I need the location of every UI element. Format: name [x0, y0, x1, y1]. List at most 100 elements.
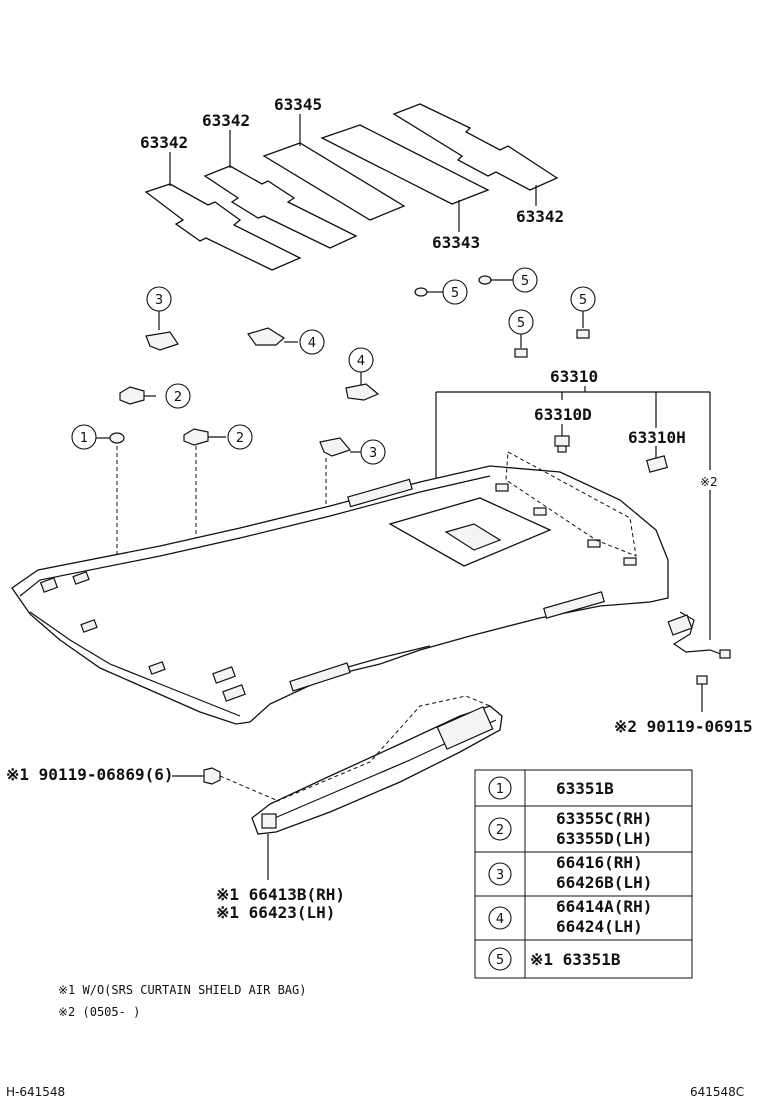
callout-pad-middle: 63345	[274, 95, 322, 114]
callout-screw: ※1 90119-06869(6)	[6, 765, 174, 784]
legend-row-2-part-rh: 63355C(RH)	[556, 809, 652, 828]
wire-connector[interactable]	[667, 614, 693, 636]
marker-5-b[interactable]	[512, 267, 538, 293]
legend-row-5-part: ※1 63351B	[530, 950, 621, 969]
callout-headliner-h: 63310H	[628, 428, 686, 447]
slot	[80, 619, 98, 633]
svg-text:5: 5	[451, 286, 459, 301]
svg-text:5: 5	[521, 274, 529, 289]
silencer-pad-left[interactable]	[144, 183, 302, 271]
pad-3-lower[interactable]	[319, 437, 352, 457]
slot	[495, 483, 509, 492]
slot	[212, 666, 236, 684]
slot	[39, 577, 59, 593]
callout-wire-part: ※2 90119-06915	[614, 717, 753, 736]
slot	[148, 661, 166, 675]
callout-pad-second: 63342	[202, 111, 250, 130]
headliner-leaders	[435, 386, 711, 712]
clip-d[interactable]	[554, 435, 570, 447]
slot	[587, 539, 601, 548]
marker-4-upper[interactable]	[299, 329, 325, 355]
slot	[533, 507, 547, 516]
slot	[623, 557, 637, 566]
silencer-pad-fourth[interactable]	[320, 124, 490, 205]
svg-text:5: 5	[517, 316, 525, 331]
marker-5-a[interactable]	[442, 279, 468, 305]
legend-marker-1	[488, 776, 512, 800]
headliner-clips	[554, 435, 731, 685]
clip-5-b[interactable]	[478, 275, 492, 285]
clip-5-d[interactable]	[576, 329, 590, 339]
callout-pad-left: 63342	[140, 133, 188, 152]
callout-pad-right: 63342	[516, 207, 564, 226]
headliner-panel[interactable]	[11, 465, 669, 725]
legend-table: 1 63351B 2 63355C(RH) 63355D(LH) 3 66416…	[474, 769, 693, 979]
callout-rail-rh: ※1 66413B(RH)	[216, 885, 345, 904]
wire-clip[interactable]	[696, 675, 708, 685]
svg-text:5: 5	[496, 953, 504, 968]
slot	[222, 684, 246, 702]
svg-text:2: 2	[174, 390, 182, 405]
roof-side-rail[interactable]	[251, 695, 503, 835]
note-2: ※2 (0505- )	[58, 1005, 140, 1019]
legend-marker-3	[488, 862, 512, 886]
sunroof-inner	[444, 523, 502, 551]
svg-text:2: 2	[496, 823, 504, 838]
small-parts: 1 2 2 3 3 4 4 5	[71, 267, 596, 465]
roof-rail[interactable]	[251, 705, 503, 835]
headliner-assembly[interactable]	[11, 451, 669, 725]
pad-4-upper[interactable]	[247, 327, 286, 346]
svg-text:4: 4	[496, 912, 504, 927]
pad-3-upper[interactable]	[145, 331, 179, 351]
silencer-pad-right[interactable]	[392, 103, 559, 191]
legend-row-3-part-lh: 66426B(LH)	[556, 873, 652, 892]
svg-text:5: 5	[579, 293, 587, 308]
clip-1[interactable]	[109, 432, 125, 444]
clip-h[interactable]	[646, 455, 668, 473]
legend-row-2-part-lh: 63355D(LH)	[556, 829, 652, 848]
callout-rail-lh: ※1 66423(LH)	[216, 903, 335, 922]
callout-headliner-d: 63310D	[534, 405, 592, 424]
legend-row-1-part: 63351B	[556, 779, 614, 798]
note-1: ※1 W/O(SRS CURTAIN SHIELD AIR BAG)	[58, 983, 306, 997]
svg-text:1: 1	[496, 782, 504, 797]
legend-row-3-part-rh: 66416(RH)	[556, 853, 643, 872]
footer-left: H-641548	[6, 1085, 65, 1099]
legend-marker-5	[488, 947, 512, 971]
marker-2-lower[interactable]	[227, 424, 253, 450]
svg-text:4: 4	[357, 354, 365, 369]
footer-right: 641548C	[690, 1085, 744, 1099]
grab-handle-recess	[289, 662, 351, 692]
grab-handle-recess	[347, 478, 413, 508]
pad-2-lower[interactable]	[183, 428, 209, 446]
marker-2-upper[interactable]	[165, 383, 191, 409]
legend-row-4-part-rh: 66414A(RH)	[556, 897, 652, 916]
slot	[72, 571, 90, 585]
silencer-pads	[144, 103, 559, 271]
marker-1[interactable]	[71, 424, 97, 450]
svg-text:1: 1	[80, 431, 88, 446]
legend-marker-2	[488, 817, 512, 841]
svg-text:3: 3	[369, 446, 377, 461]
clip-5-c[interactable]	[514, 348, 528, 358]
screw-icon[interactable]	[203, 767, 221, 785]
grab-handle-recess	[543, 591, 605, 619]
pad-leaders	[169, 114, 537, 232]
clip-5-a[interactable]	[414, 287, 428, 297]
callout-headliner: 63310	[550, 367, 598, 386]
callout-wire-note: ※2	[700, 475, 718, 489]
svg-text:3: 3	[155, 293, 163, 308]
silencer-pad-middle[interactable]	[262, 142, 406, 221]
pad-2-upper[interactable]	[119, 386, 145, 405]
legend-marker-4	[488, 906, 512, 930]
pad-4-lower[interactable]	[345, 383, 380, 401]
svg-text:4: 4	[308, 336, 316, 351]
legend-row-4-part-lh: 66424(LH)	[556, 917, 643, 936]
svg-text:3: 3	[496, 868, 504, 883]
callout-pad-fourth: 63343	[432, 233, 480, 252]
silencer-pad-second[interactable]	[203, 165, 358, 249]
marker-3-lower[interactable]	[360, 439, 386, 465]
svg-text:2: 2	[236, 431, 244, 446]
screw-part[interactable]	[172, 767, 277, 801]
